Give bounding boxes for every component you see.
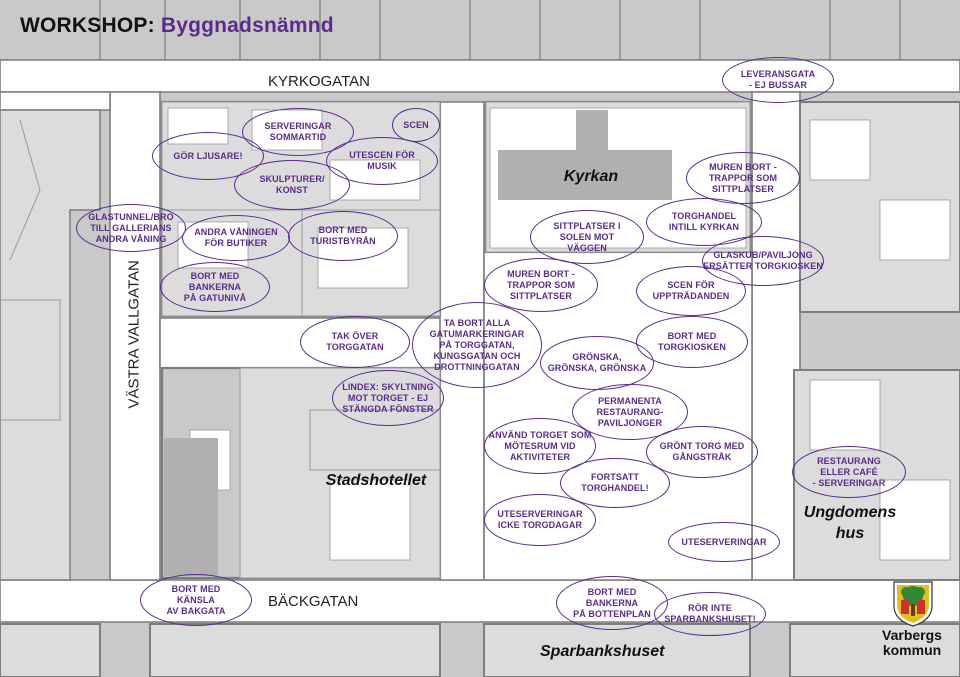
note-skulpturer: SKULPTURER/ KONST [234,160,350,210]
note-torghandel-intill: TORGHANDEL INTILL KYRKAN [646,198,762,246]
building-label-kyrkan: Kyrkan [563,168,619,185]
building-label-sparbankshuset: Sparbankshuset [540,643,665,660]
note-muren-bort-1: MUREN BORT - TRAPPOR SOM SITTPLATSER [686,152,800,204]
note-scen-uppträdanden: SCEN FÖR UPPTRÄDANDEN [636,266,746,316]
church-building [498,110,672,200]
note-muren-bort-2: MUREN BORT - TRAPPOR SOM SITTPLATSER [484,258,598,312]
note-uteserveringar-icke: UTESERVERINGAR ICKE TORGDAGAR [484,494,596,546]
building-label-stadshotellet: Stadshotellet [325,472,427,489]
note-andra-vaningen: ANDRA VÅNINGEN FÖR BUTIKER [182,215,290,261]
dark-building [164,438,218,576]
title-prefix: WORKSHOP: [20,14,155,37]
note-scen: SCEN [392,108,440,142]
note-gronska: GRÖNSKA, GRÖNSKA, GRÖNSKA [540,336,654,390]
note-ror-inte: RÖR INTE SPARBANKSHUSET! [654,592,766,636]
title-name: Byggnadsnämnd [160,14,334,37]
note-bort-bankerna-bottenplan: BORT MED BANKERNA PÅ BOTTENPLAN [556,576,668,630]
note-bort-kansla: BORT MED KÄNSLA AV BAKGATA [140,574,252,626]
note-bort-torgkiosken: BORT MED TORGKIOSKEN [636,316,748,368]
note-serveringar-sommartid: SERVERINGAR SOMMARTID [242,108,354,156]
note-restaurang-cafe: RESTAURANG ELLER CAFÉ - SERVERINGAR [792,446,906,498]
note-sittplatser-solen: SITTPLATSER I SOLEN MOT VÄGGEN [530,210,644,264]
note-leveransgata: LEVERANSGATA - EJ BUSSAR [722,57,834,103]
note-tak-over: TAK ÖVER TORGGATAN [300,316,410,368]
note-glastunnel: GLASTUNNEL/BRO TILL GALLERIANS ANDRA VÅN… [76,204,186,252]
building-label-ungdomens-hus: Ungdomens hus [803,504,897,542]
logo-text: Varbergs kommun [882,627,942,658]
street-label-kyrkogatan: KYRKOGATAN [268,73,370,90]
note-permanenta: PERMANENTA RESTAURANG- PAVILJONGER [572,384,688,440]
note-glaskub: GLASKUB/PAVILJONG ERSÄTTER TORGKIOSKEN [702,236,824,286]
note-anvand-torget: ANVÄND TORGET SOM MÖTESRUM VID AKTIVITET… [484,418,596,474]
page-title: WORKSHOP: Byggnadsnämnd [20,14,334,38]
note-bort-bankerna-gatuniva: BORT MED BANKERNA PÅ GATUNIVÅ [160,262,270,312]
note-gront-torg: GRÖNT TORG MED GÅNGSTRÅK [646,426,758,478]
street-label-vastra-vallgatan: VÄSTRA VALLGATAN [125,260,143,409]
varbergs-kommun-logo-icon [893,581,933,627]
note-bort-turistbyran: BORT MED TURISTBYRÅN [288,211,398,261]
note-uteserveringar: UTESERVERINGAR [668,522,780,562]
note-lindex: LINDEX: SKYLTNING MOT TORGET - EJ STÄNGD… [332,370,444,426]
note-gor-ljusare: GÖR LJUSARE! [152,132,264,180]
note-fortsatt-torghandel: FORTSATT TORGHANDEL! [560,458,670,508]
note-ta-bort-markeringar: TA BORT ALLA GATUMARKERINGAR PÅ TORGGATA… [412,302,542,388]
note-utescen: UTESCEN FÖR MUSIK [326,137,438,185]
street-label-backgatan: BÄCKGATAN [268,593,359,610]
